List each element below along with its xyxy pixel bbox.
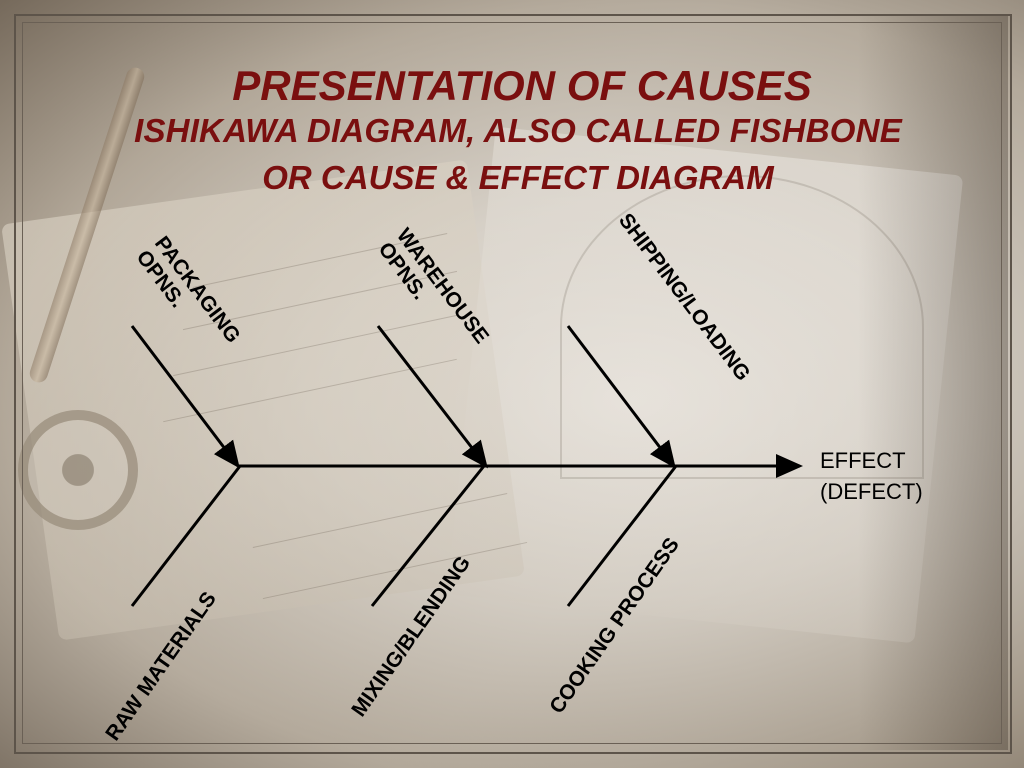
bone-shipping [566, 325, 676, 469]
cause-label-shipping: SHIPPING/LOADING [614, 209, 755, 385]
cause-label-raw-materials: RAW MATERIALS [101, 588, 221, 745]
background-compass [18, 410, 138, 530]
bone-raw-materials [130, 465, 242, 607]
effect-label: EFFECT [820, 448, 906, 473]
bone-mixing [370, 465, 486, 607]
slide-frame-inner [22, 22, 1002, 744]
effect-label-line2: (DEFECT) [820, 479, 923, 504]
bone-warehouse [376, 325, 488, 469]
slide-frame-outer [14, 14, 1012, 754]
slide-title: PRESENTATION OF CAUSES [232, 62, 812, 109]
slide-subtitle-line1: ISHIKAWA DIAGRAM, ALSO CALLED FISHBONE [134, 112, 902, 149]
background-sundial [560, 175, 924, 479]
bone-packaging [130, 325, 240, 469]
bone-cooking [566, 465, 678, 607]
cause-label-cooking: COOKING PROCESS [545, 534, 684, 718]
slide-subtitle-line2: OR CAUSE & EFFECT DIAGRAM [262, 159, 774, 196]
cause-label-mixing: MIXING/BLENDING [347, 552, 475, 721]
background-shadow [858, 16, 1008, 750]
